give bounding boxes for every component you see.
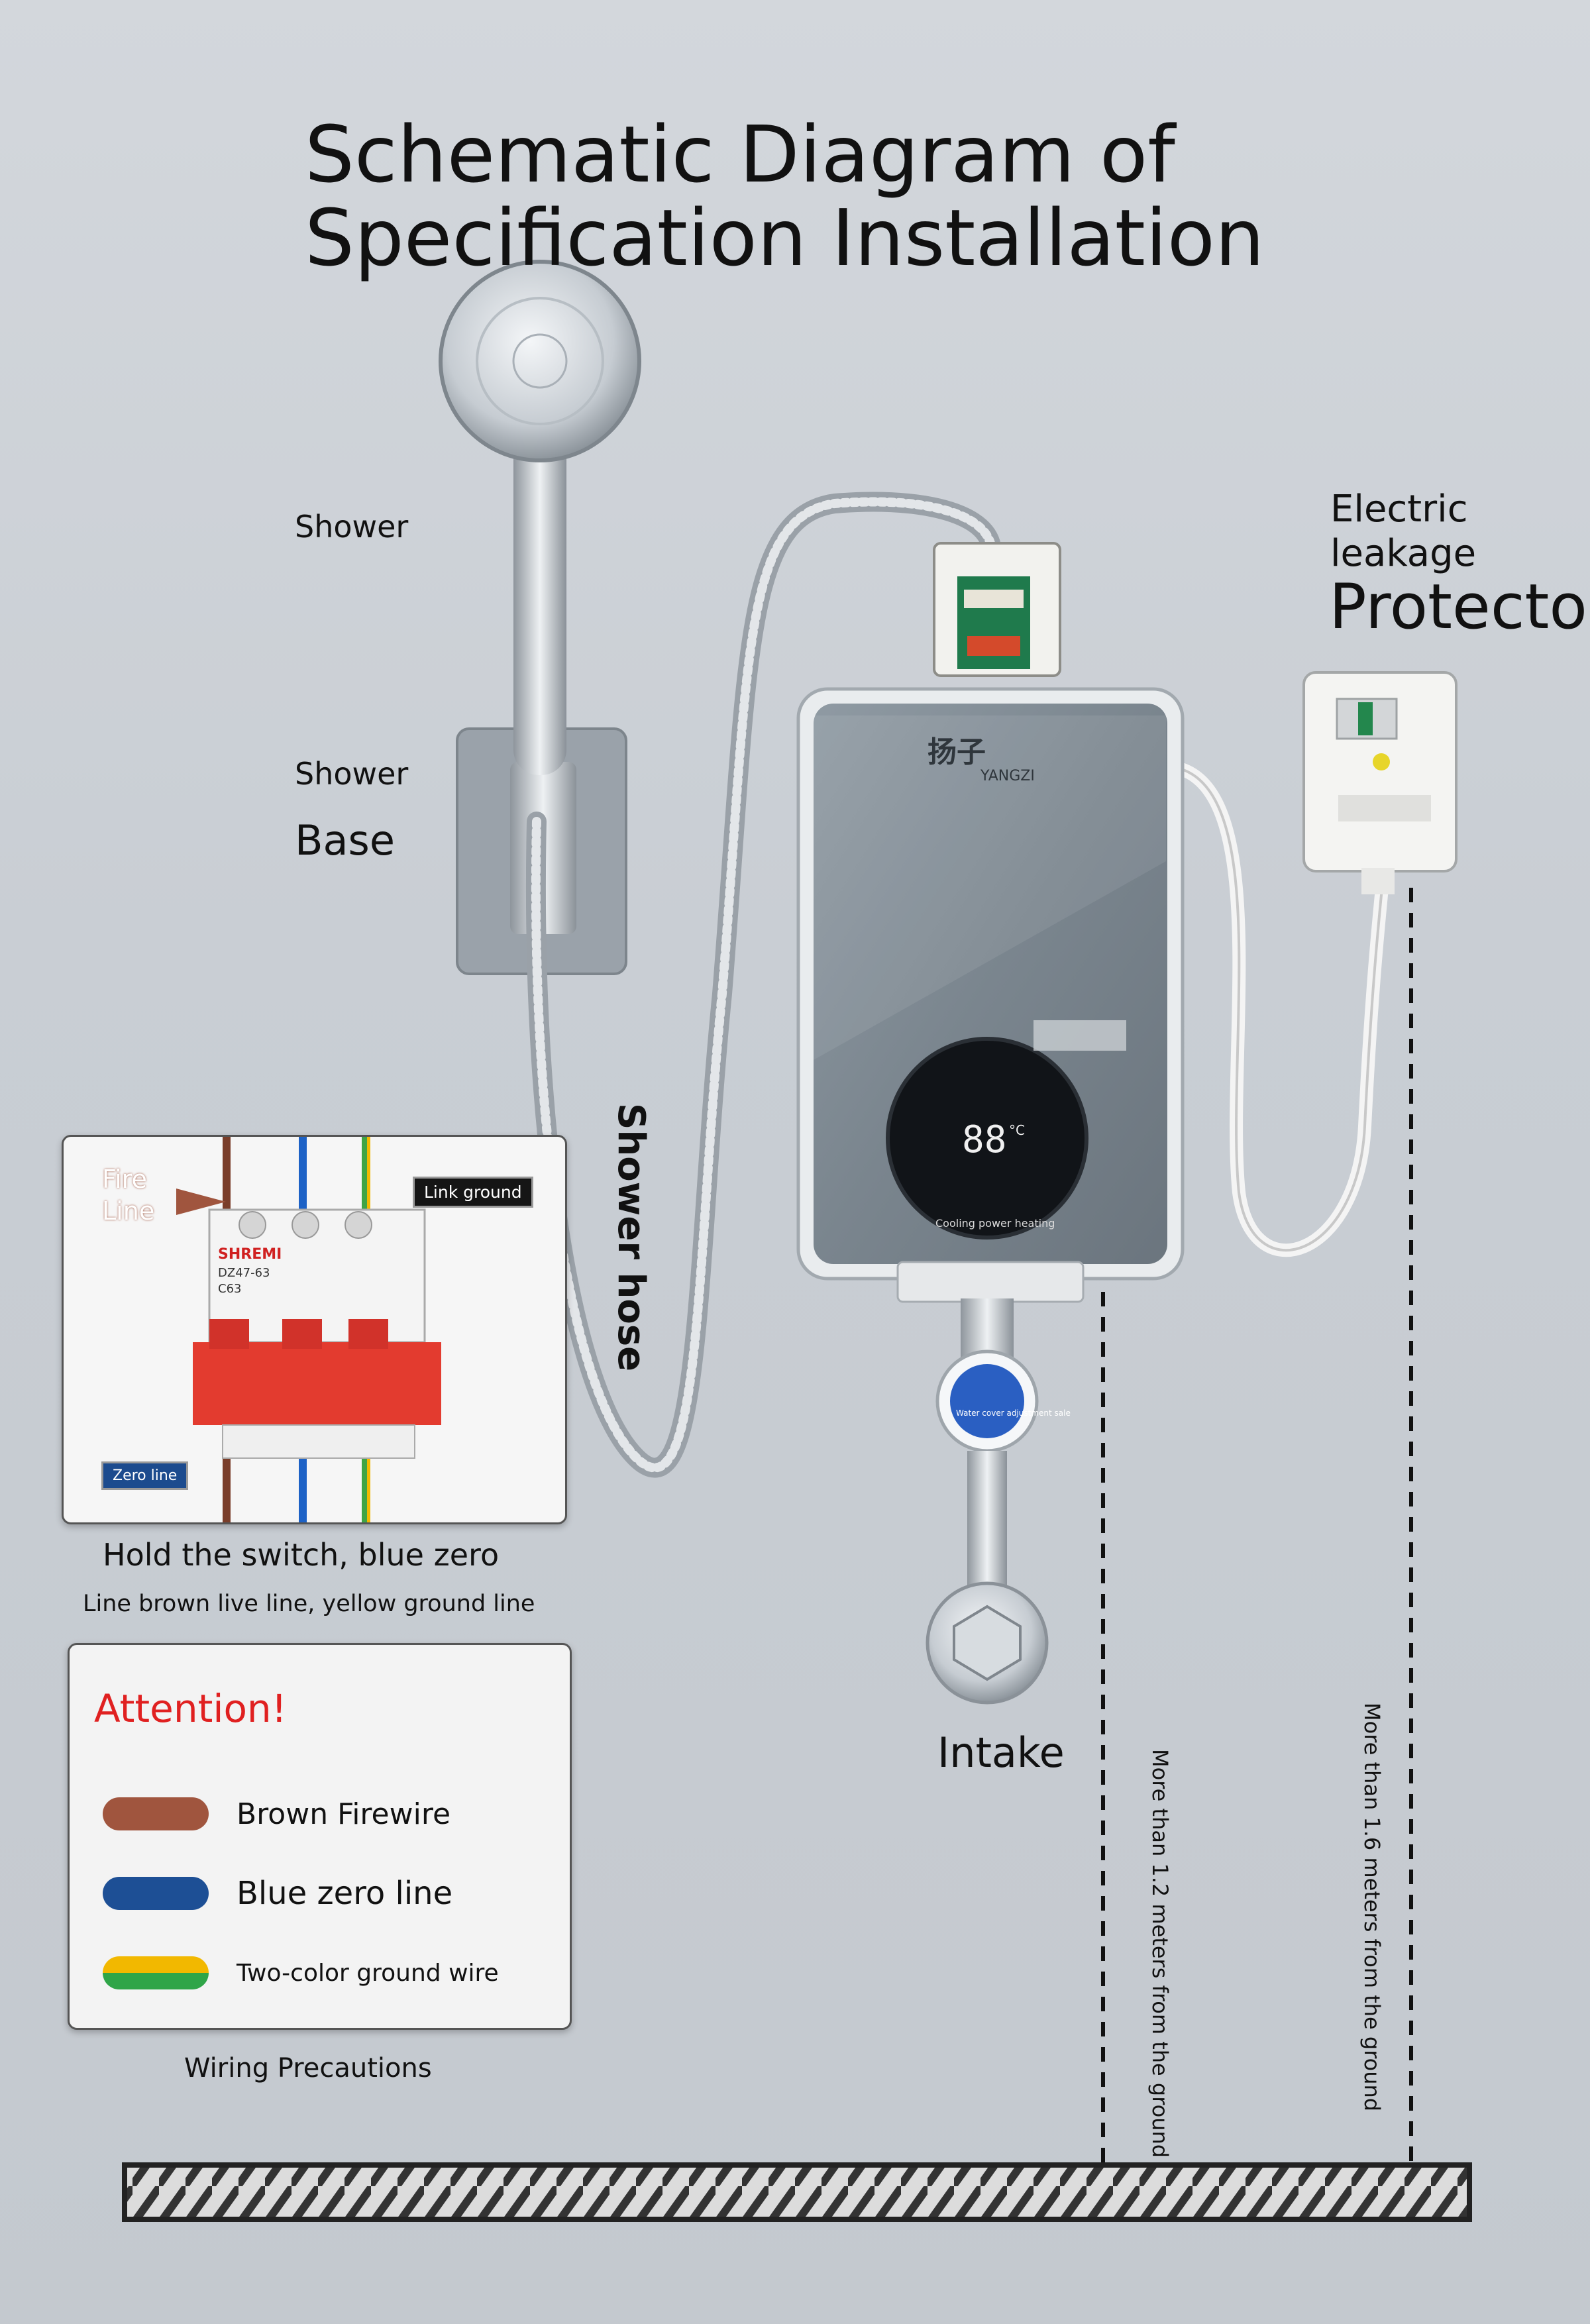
hot-water-outlet bbox=[933, 542, 1061, 677]
shower-hose-label: Shower hose bbox=[610, 1103, 653, 1372]
shower-head bbox=[439, 260, 641, 775]
brown-wire-swatch bbox=[103, 1797, 209, 1830]
water-heater bbox=[796, 687, 1185, 1303]
breaker-illustration bbox=[176, 1137, 441, 1522]
blue-wire-swatch bbox=[103, 1877, 209, 1910]
height-label-1-6m: More than 1.6 meters from the ground bbox=[1359, 1703, 1385, 2112]
breaker-model: DZ47-63 bbox=[218, 1266, 270, 1280]
legend-label-blue: Blue zero line bbox=[237, 1875, 453, 1912]
heater-brand-cn: 扬子 bbox=[928, 735, 986, 769]
zero-line-tag: Zero line bbox=[101, 1461, 189, 1490]
breaker-brand: SHREMI bbox=[218, 1246, 282, 1263]
heater-brand-en: YANGZI bbox=[980, 768, 1035, 784]
leakage-label-line3: Protector bbox=[1329, 571, 1590, 643]
heater-display-value: 88 bbox=[962, 1118, 1007, 1161]
legend-row-blue: Blue zero line bbox=[103, 1874, 452, 1913]
leakage-label-line1: Electric bbox=[1330, 488, 1468, 531]
switch-caption-line2: Line brown live line, yellow ground line bbox=[83, 1591, 535, 1617]
legend-label-ground: Two-color ground wire bbox=[237, 1959, 499, 1987]
shower-base-label-line2: Base bbox=[295, 816, 395, 865]
intake-valve bbox=[926, 1298, 1049, 1705]
shower-label: Shower bbox=[295, 509, 409, 545]
attention-box: Attention! Brown Firewire Blue zero line… bbox=[68, 1643, 572, 2030]
page-title: Schematic Diagram of Specification Insta… bbox=[305, 109, 1265, 284]
legend-label-brown: Brown Firewire bbox=[237, 1797, 451, 1831]
switch-caption-line1: Hold the switch, blue zero bbox=[103, 1537, 500, 1573]
ground-wire-swatch bbox=[103, 1956, 209, 1989]
intake-label: Intake bbox=[937, 1728, 1065, 1777]
circuit-breaker-panel: Fire Line Link ground SHREMI DZ47-63 C63… bbox=[62, 1135, 567, 1524]
shower-base-label-line1: Shower bbox=[295, 756, 409, 792]
leakage-label-line2: leakage bbox=[1330, 532, 1477, 575]
attention-title: Attention! bbox=[94, 1686, 287, 1731]
breaker-rating: C63 bbox=[218, 1282, 242, 1296]
floor-line bbox=[122, 2162, 1472, 2222]
legend-row-brown: Brown Firewire bbox=[103, 1794, 450, 1834]
heater-controls-label: Cooling power heating bbox=[935, 1217, 1055, 1230]
height-label-1-2m: More than 1.2 meters from the ground bbox=[1147, 1749, 1173, 2158]
fire-line-label: Fire Line bbox=[102, 1165, 155, 1226]
link-ground-tag: Link ground bbox=[413, 1177, 533, 1208]
heater-display-unit: °C bbox=[1009, 1122, 1025, 1138]
legend-row-ground: Two-color ground wire bbox=[103, 1953, 499, 1993]
valve-label: Water cover adjustment sale bbox=[956, 1408, 1071, 1418]
wiring-precautions-caption: Wiring Precautions bbox=[184, 2053, 432, 2084]
leakage-protector bbox=[1302, 671, 1458, 894]
